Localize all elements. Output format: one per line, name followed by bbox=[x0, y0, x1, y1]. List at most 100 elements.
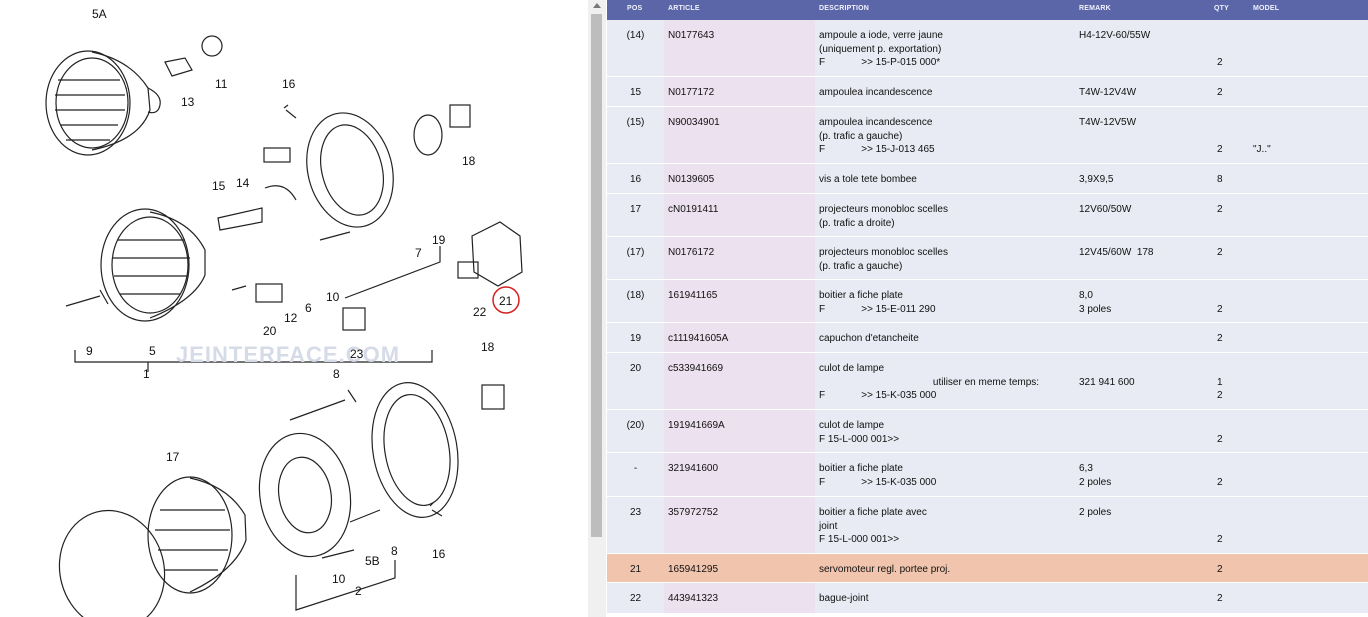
cell-qty: 2 bbox=[1217, 433, 1223, 445]
cell-description: joint bbox=[819, 520, 838, 532]
screw-16-drawing bbox=[283, 104, 297, 119]
spring-10b-drawing bbox=[321, 549, 355, 559]
diagram-label: 10 bbox=[332, 572, 346, 586]
table-header: POS ARTICLE DESCRIPTION REMARK QTY MODEL bbox=[607, 0, 1368, 20]
cell-qty: 2 bbox=[1217, 144, 1223, 155]
header-remark[interactable]: REMARK bbox=[1079, 5, 1111, 12]
header-article[interactable]: ARTICLE bbox=[668, 5, 700, 12]
cell-qty: 2 bbox=[1217, 303, 1223, 315]
cell-model: "J.." bbox=[1253, 144, 1271, 155]
cell-remark: 321 941 600 bbox=[1079, 376, 1135, 388]
cell-description: F 15-L-000 001>> bbox=[819, 433, 900, 445]
header-qty[interactable]: QTY bbox=[1214, 5, 1229, 12]
cell-description: projecteurs monobloc scelles bbox=[819, 247, 948, 258]
diagram-label: 14 bbox=[236, 176, 250, 190]
bulb-13-drawing bbox=[164, 57, 193, 77]
diagram-label: 5 bbox=[149, 344, 156, 358]
article-column-bg bbox=[664, 77, 815, 106]
diagram-label: 11 bbox=[215, 77, 228, 91]
article-column-bg bbox=[664, 164, 815, 193]
diagram-label: 8 bbox=[333, 367, 340, 381]
cell-article: N90034901 bbox=[668, 117, 720, 128]
diagram-label: 2 bbox=[355, 584, 362, 598]
cell-description: ampoulea incandescence bbox=[819, 117, 933, 128]
connector-18-drawing bbox=[449, 104, 471, 128]
vertical-scrollbar[interactable] bbox=[588, 0, 606, 617]
cell-description: ampoule a iode, verre jaune bbox=[819, 30, 943, 41]
headlamp-5-drawing bbox=[100, 208, 206, 322]
cell-pos: (15) bbox=[626, 117, 645, 128]
diagram-label: 5B bbox=[365, 554, 380, 568]
ring-8-drawing bbox=[371, 382, 459, 518]
diagram-label: 23 bbox=[350, 347, 364, 361]
diagram-label: 10 bbox=[326, 290, 340, 304]
diagram-label: 8 bbox=[391, 544, 398, 558]
lamp-socket-20-drawing bbox=[255, 283, 283, 303]
diagram-label: 17 bbox=[166, 450, 180, 464]
cell-remark: 2 poles bbox=[1079, 507, 1112, 518]
cell-article: c533941669 bbox=[668, 363, 724, 374]
reflector-housing-2-drawing bbox=[258, 432, 352, 558]
cap-19-drawing bbox=[413, 114, 443, 156]
cell-qty: 8 bbox=[1217, 174, 1223, 185]
spring-wire-drawing bbox=[264, 185, 297, 201]
parts-diagram: JEINTERFACE.COM 5A 11 13 16 18 14 15 7 1… bbox=[0, 0, 588, 617]
article-column-bg bbox=[664, 237, 815, 279]
cell-article: N0177643 bbox=[668, 30, 715, 41]
diagram-label: 20 bbox=[263, 324, 277, 338]
scroll-up-icon[interactable] bbox=[593, 3, 601, 8]
diagram-labels: 5A 11 13 16 18 14 15 7 19 21 22 12 6 10 … bbox=[86, 7, 513, 598]
cell-description: utiliser en meme temps: bbox=[819, 376, 1040, 388]
cell-remark: 2 poles bbox=[1079, 476, 1112, 488]
diagram-label: 22 bbox=[473, 305, 487, 319]
header-pos[interactable]: POS bbox=[627, 5, 643, 12]
diagram-label: 9 bbox=[86, 344, 93, 358]
cell-qty: 1 bbox=[1217, 376, 1223, 388]
article-column-bg bbox=[664, 280, 815, 322]
header-model[interactable]: MODEL bbox=[1253, 5, 1280, 12]
cell-description: culot de lampe bbox=[819, 420, 885, 431]
cell-description: F >> 15-P-015 000* bbox=[819, 57, 941, 68]
cell-qty: 2 bbox=[1217, 57, 1223, 68]
cell-pos: 15 bbox=[629, 87, 642, 98]
cell-article: c111941605A bbox=[668, 333, 729, 344]
cell-pos: - bbox=[633, 463, 638, 474]
cell-description: bague-joint bbox=[819, 593, 869, 604]
cell-remark: 8,0 bbox=[1079, 290, 1093, 301]
callout-circle-21 bbox=[492, 286, 520, 314]
cell-article: 165941295 bbox=[668, 564, 719, 575]
cell-description: ampoulea incandescence bbox=[819, 87, 933, 98]
diagram-label: 16 bbox=[432, 547, 446, 561]
article-column-bg bbox=[664, 20, 815, 76]
parts-table: POS ARTICLE DESCRIPTION REMARK QTY MODEL… bbox=[607, 0, 1368, 617]
diagram-label: 15 bbox=[212, 179, 226, 193]
article-column-bg bbox=[664, 583, 815, 613]
scroll-thumb[interactable] bbox=[591, 14, 602, 537]
cell-article: N0176172 bbox=[668, 247, 715, 258]
cell-description: boitier a fiche plate bbox=[819, 463, 903, 474]
diagram-label: 16 bbox=[282, 77, 296, 91]
adjust-screw-8-drawing bbox=[289, 389, 357, 421]
parts-diagram-svg: JEINTERFACE.COM 5A 11 13 16 18 14 15 7 1… bbox=[45, 7, 523, 617]
diagram-label: 7 bbox=[415, 246, 422, 260]
watermark: JEINTERFACE.COM bbox=[176, 342, 400, 367]
headlamp-5a-drawing bbox=[45, 50, 161, 156]
header-description[interactable]: DESCRIPTION bbox=[819, 5, 870, 12]
cell-description: capuchon d'etancheite bbox=[819, 333, 919, 344]
cell-qty: 2 bbox=[1217, 87, 1223, 98]
cell-pos: (18) bbox=[626, 290, 645, 301]
